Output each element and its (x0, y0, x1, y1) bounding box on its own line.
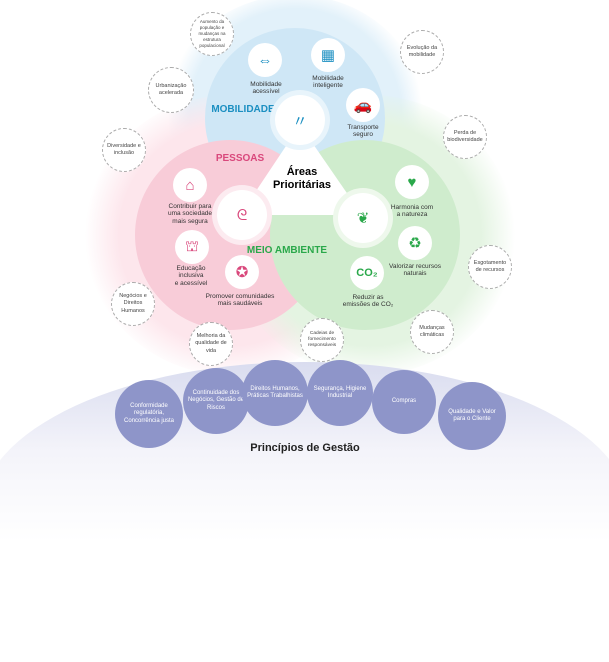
center-triangle (0, 0, 609, 471)
road-icon: 〃 (275, 95, 325, 145)
trend-climaticas: Mudanças climáticas (410, 310, 454, 354)
principle-conformidade: Conformidade regulatória, Concorrência j… (115, 380, 183, 448)
principles-title: Princípios de Gestão (250, 442, 360, 454)
smart-mobility-icon: ▦ (311, 38, 345, 72)
label-harmonia: Harmonia com a natureza (390, 204, 434, 219)
principle-qualidade: Qualidade e Valor para o Cliente (438, 382, 506, 450)
label-emissoes: Reduzir as emissões de CO₂ (342, 294, 394, 309)
section-mobilidade: MOBILIDADE (211, 104, 275, 115)
safe-transport-icon: 🚗 (346, 88, 380, 122)
trend-esgotamento: Esgotamento de recursos (468, 245, 512, 289)
people-hub-icon: ᘓ (217, 190, 267, 240)
accessible-mobility-icon: ⇔ (248, 43, 282, 77)
co2-icon: CO₂ (350, 256, 384, 290)
label-mob-inteligente: Mobilidade inteligente (312, 75, 344, 90)
center-title: Áreas Prioritárias (272, 166, 332, 192)
label-sociedade: Contribuir para uma sociedade mais segur… (167, 203, 213, 225)
label-educacao: Educação inclusiva e acessível (174, 265, 208, 287)
trend-cadeias: Cadeias de fornecimento responsáveis (300, 318, 344, 362)
trend-negocios: Negócios e Direitos Humanos (111, 282, 155, 326)
nature-heart-icon: ♥ (395, 165, 429, 199)
label-mob-acessivel: Mobilidade acessível (250, 81, 282, 96)
label-recursos: Valorizar recursos naturais (389, 263, 441, 278)
recycle-icon: ♻ (398, 226, 432, 260)
principle-seguranca: Segurança, Higiene Industrial (307, 360, 373, 426)
community-icon: ✪ (225, 255, 259, 289)
trend-urbanizacao: Urbanização acelerada (148, 67, 194, 113)
trend-mobilidade: Evolução da mobilidade (400, 30, 444, 74)
section-meio-ambiente: MEIO AMBIENTE (246, 245, 328, 256)
label-comunidades: Promover comunidades mais saudáveis (205, 293, 275, 308)
section-pessoas: PESSOAS (215, 153, 265, 164)
principle-continuidade: Continuidade dos Negócios, Gestão de Ris… (183, 368, 249, 434)
principle-compras: Compras (372, 370, 436, 434)
trend-populacao: Aumento da população e mudanças na estru… (190, 12, 234, 56)
label-transporte: Transporte seguro (347, 124, 379, 139)
principle-direitos: Direitos Humanos, Práticas Trabalhistas (242, 360, 308, 426)
trend-diversidade: Diversidade e inclusão (102, 128, 146, 172)
trend-qualidade-vida: Melhoria da qualidade de vida (189, 322, 233, 366)
education-icon: ⛫ (175, 230, 209, 264)
safe-society-icon: ⌂ (173, 168, 207, 202)
trend-biodiversidade: Perda de biodiversidade (443, 115, 487, 159)
leaf-hub-icon: ❦ (338, 193, 388, 243)
